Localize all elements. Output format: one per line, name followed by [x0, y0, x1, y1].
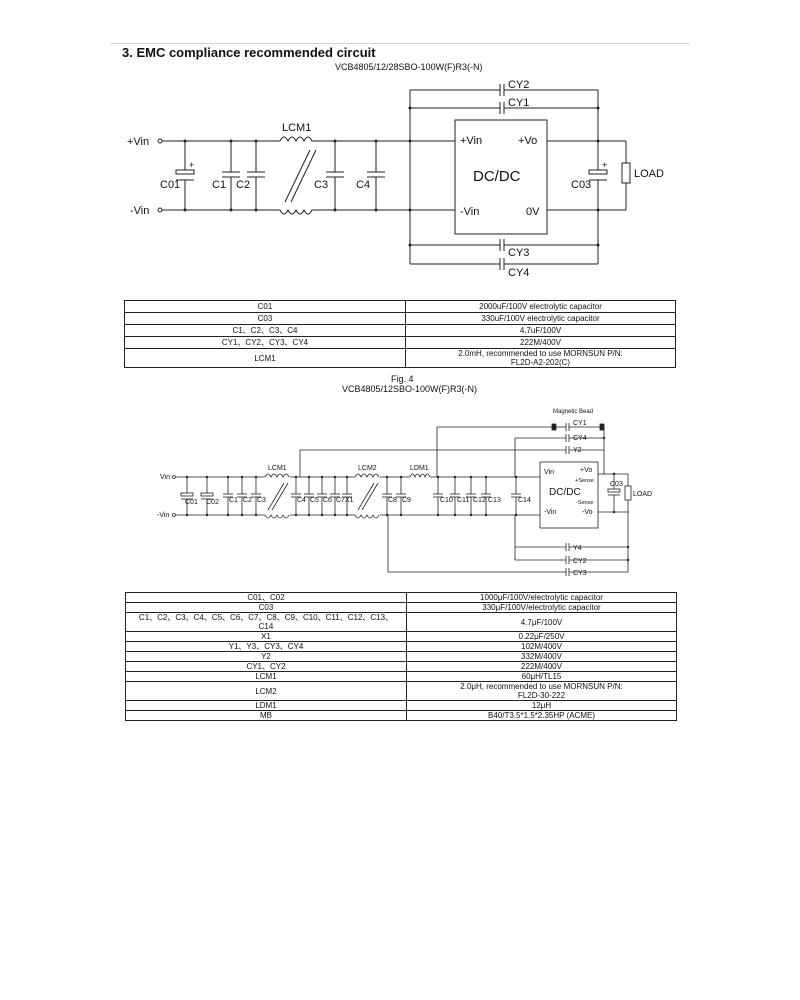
- label-c01: C01: [160, 179, 180, 191]
- emc-circuit-diagram-2: Vin -Vin C01 C02 C1 C2 C3 LCM1 C4 C5 C6 …: [157, 409, 652, 577]
- label2-y4: Y4: [573, 545, 582, 552]
- label-c2: C2: [236, 179, 250, 191]
- label-c4: C4: [356, 179, 370, 191]
- label2-c11: C11: [457, 497, 469, 504]
- table-row: LCM1 2.0mH, recommended to use MORNSUN P…: [124, 348, 676, 368]
- label2-c7: C7: [336, 497, 345, 504]
- label2-ldm1: LDM1: [410, 465, 429, 472]
- label2-mod-vin-neg: -Vin: [544, 509, 556, 516]
- label2-c13: C13: [488, 497, 501, 504]
- label-lcm1: LCM1: [282, 122, 311, 134]
- label2-magnetic-bead: Magnetic Bead: [553, 409, 593, 415]
- label2-c01: C01: [185, 499, 198, 506]
- label2-c6: C6: [323, 497, 332, 504]
- top-rule: [110, 43, 690, 44]
- table-row: C1、C2、C3、C4、C5、C6、C7、C8、C9、C10、C11、C12、C…: [125, 612, 677, 632]
- label-module: DC/DC: [473, 168, 521, 185]
- label2-cy3: CY3: [573, 570, 587, 577]
- label2-load: LOAD: [633, 491, 652, 498]
- label2-c02: C02: [206, 499, 219, 506]
- label-cy4: CY4: [508, 267, 529, 279]
- label2-mod-sense-neg: -Sense: [576, 500, 593, 506]
- label-mod-vo-pos: +Vo: [518, 135, 537, 147]
- label2-cy2: CY2: [573, 558, 587, 565]
- circuit2-model-label: VCB4805/12SBO-100W(F)R3(-N): [342, 384, 478, 394]
- label2-c1: C1: [229, 497, 238, 504]
- label-c1: C1: [212, 179, 226, 191]
- label-cy2: CY2: [508, 79, 529, 91]
- label2-cy1: CY1: [573, 420, 587, 427]
- label-mod-0v: 0V: [526, 206, 540, 218]
- circuit1-model-label: VCB4805/12/28SBO-100W(F)R3(-N): [335, 62, 483, 72]
- label2-c14: C14: [518, 497, 531, 504]
- label2-mod-vo-neg: -Vo: [582, 509, 593, 516]
- svg-text:+: +: [602, 160, 607, 170]
- label2-c3: C3: [257, 497, 266, 504]
- label2-lcm1: LCM1: [268, 465, 287, 472]
- label2-lcm2: LCM2: [358, 465, 377, 472]
- label-vin-pos: +Vin: [127, 136, 149, 148]
- label2-c5: C5: [310, 497, 319, 504]
- label2-c2: C2: [243, 497, 252, 504]
- label2-c10: C10: [440, 497, 453, 504]
- label-load: LOAD: [634, 168, 664, 180]
- section-heading: 3. EMC compliance recommended circuit: [122, 45, 376, 60]
- label2-vin-pos: Vin: [160, 474, 170, 481]
- label2-x1: X1: [345, 497, 354, 504]
- svg-text:+: +: [189, 160, 194, 170]
- label2-cy4: CY4: [573, 435, 587, 442]
- label2-c9: C9: [402, 497, 411, 504]
- label-cy1: CY1: [508, 97, 529, 109]
- label2-mod-vo-pos: +Vo: [580, 467, 592, 474]
- label2-c03: C03: [610, 481, 623, 488]
- emc-circuit-diagram-1: +Vin -Vin C01 C1 C2 LCM1 C3 C4 CY2 CY1 C…: [127, 79, 664, 279]
- label-mod-vin-neg: -Vin: [460, 206, 479, 218]
- label2-c8: C8: [388, 497, 397, 504]
- label2-y2: Y2: [573, 447, 582, 454]
- label2-module: DC/DC: [549, 487, 581, 498]
- label-c3: C3: [314, 179, 328, 191]
- label-vin-neg: -Vin: [130, 205, 149, 217]
- label2-vin-neg: -Vin: [157, 512, 169, 519]
- label2-mod-vin: Vin: [544, 469, 554, 476]
- label2-c12: C12: [473, 497, 486, 504]
- label2-c4: C4: [297, 497, 306, 504]
- label-mod-vin-pos: +Vin: [460, 135, 482, 147]
- label-cy3: CY3: [508, 247, 529, 259]
- figure-caption: Fig. 4: [391, 374, 414, 384]
- label-c03: C03: [571, 179, 591, 191]
- label2-mod-sense-pos: +Sense: [575, 478, 594, 484]
